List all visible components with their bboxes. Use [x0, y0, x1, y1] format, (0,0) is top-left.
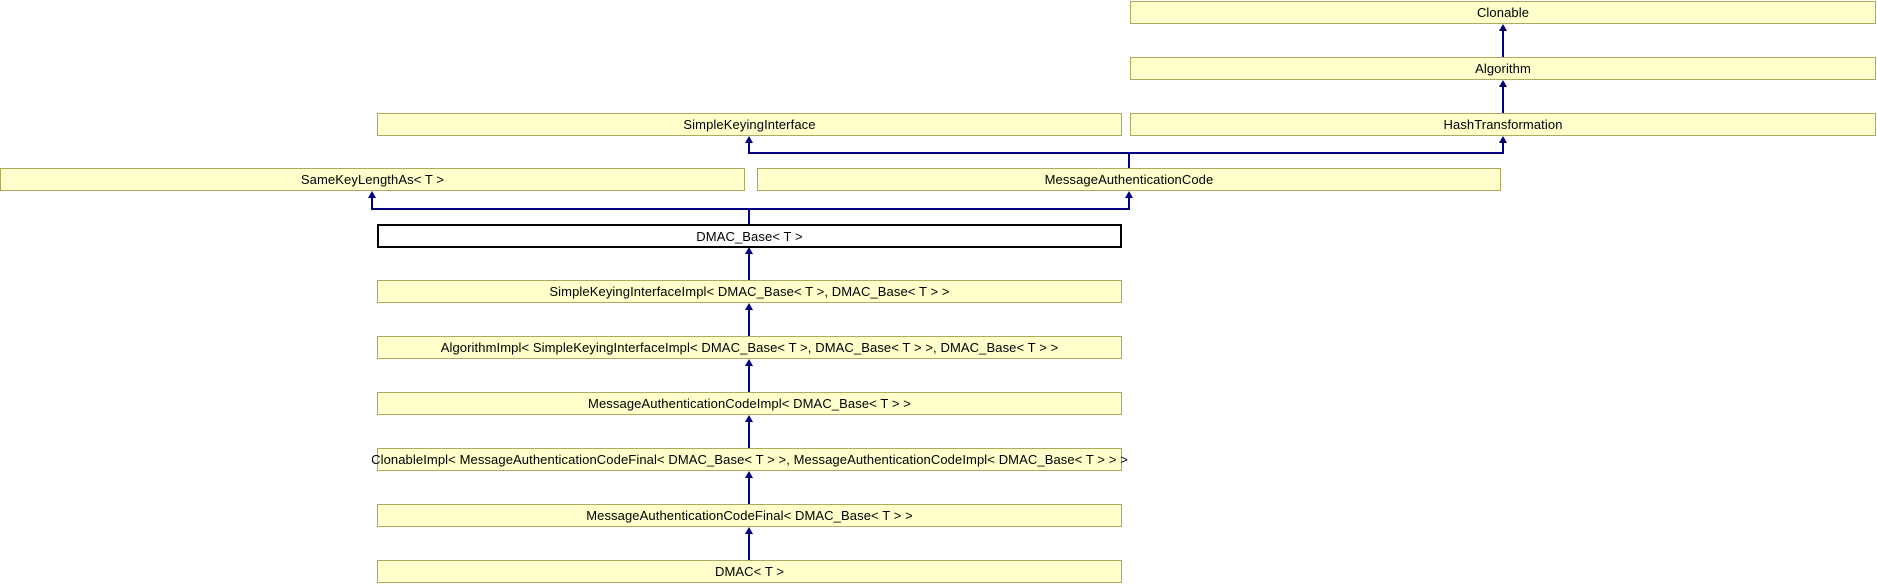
- class-node-algorithm-impl[interactable]: AlgorithmImpl< SimpleKeyingInterfaceImpl…: [377, 336, 1122, 359]
- inheritance-edge-segment: [748, 477, 750, 504]
- inheritance-arrowhead-icon: [368, 191, 376, 198]
- inheritance-edge-segment: [371, 208, 1130, 210]
- class-node-clonable[interactable]: Clonable: [1130, 1, 1876, 24]
- inheritance-edge-segment: [1502, 86, 1504, 113]
- inheritance-edge-segment: [748, 533, 750, 560]
- class-node-message-authentication-code-impl[interactable]: MessageAuthenticationCodeImpl< DMAC_Base…: [377, 392, 1122, 415]
- inheritance-arrowhead-icon: [745, 303, 753, 310]
- inheritance-arrowhead-icon: [745, 247, 753, 254]
- class-node-clonable-impl[interactable]: ClonableImpl< MessageAuthenticationCodeF…: [371, 448, 1128, 471]
- inheritance-edge-segment: [748, 309, 750, 336]
- class-node-message-authentication-code-final[interactable]: MessageAuthenticationCodeFinal< DMAC_Bas…: [377, 504, 1122, 527]
- class-node-dmac[interactable]: DMAC< T >: [377, 560, 1122, 583]
- inheritance-edge-segment: [748, 208, 750, 224]
- inheritance-edge-segment: [1502, 30, 1504, 57]
- inheritance-arrowhead-icon: [745, 359, 753, 366]
- inheritance-edge-segment: [748, 152, 1504, 154]
- class-node-simple-keying-interface[interactable]: SimpleKeyingInterface: [377, 113, 1122, 136]
- inheritance-edge-segment: [1128, 152, 1130, 168]
- inheritance-edge-segment: [748, 253, 750, 280]
- inheritance-edge-segment: [1502, 142, 1504, 153]
- inheritance-arrowhead-icon: [745, 136, 753, 143]
- inheritance-edge-segment: [748, 421, 750, 448]
- class-node-same-key-length-as[interactable]: SameKeyLengthAs< T >: [0, 168, 745, 191]
- inheritance-arrowhead-icon: [1125, 191, 1133, 198]
- inheritance-arrowhead-icon: [1499, 80, 1507, 87]
- class-node-dmac-base: DMAC_Base< T >: [377, 224, 1122, 248]
- inheritance-edge-segment: [371, 197, 373, 209]
- inheritance-arrowhead-icon: [1499, 136, 1507, 143]
- class-node-simple-keying-interface-impl[interactable]: SimpleKeyingInterfaceImpl< DMAC_Base< T …: [377, 280, 1122, 303]
- inheritance-arrowhead-icon: [745, 527, 753, 534]
- class-node-hash-transformation[interactable]: HashTransformation: [1130, 113, 1876, 136]
- inheritance-edge-segment: [748, 365, 750, 392]
- inheritance-edge-segment: [1128, 197, 1130, 209]
- class-node-message-authentication-code[interactable]: MessageAuthenticationCode: [757, 168, 1501, 191]
- inheritance-edge-segment: [748, 142, 750, 153]
- inheritance-arrowhead-icon: [1499, 24, 1507, 31]
- inheritance-arrowhead-icon: [745, 415, 753, 422]
- class-node-algorithm[interactable]: Algorithm: [1130, 57, 1876, 80]
- inheritance-arrowhead-icon: [745, 471, 753, 478]
